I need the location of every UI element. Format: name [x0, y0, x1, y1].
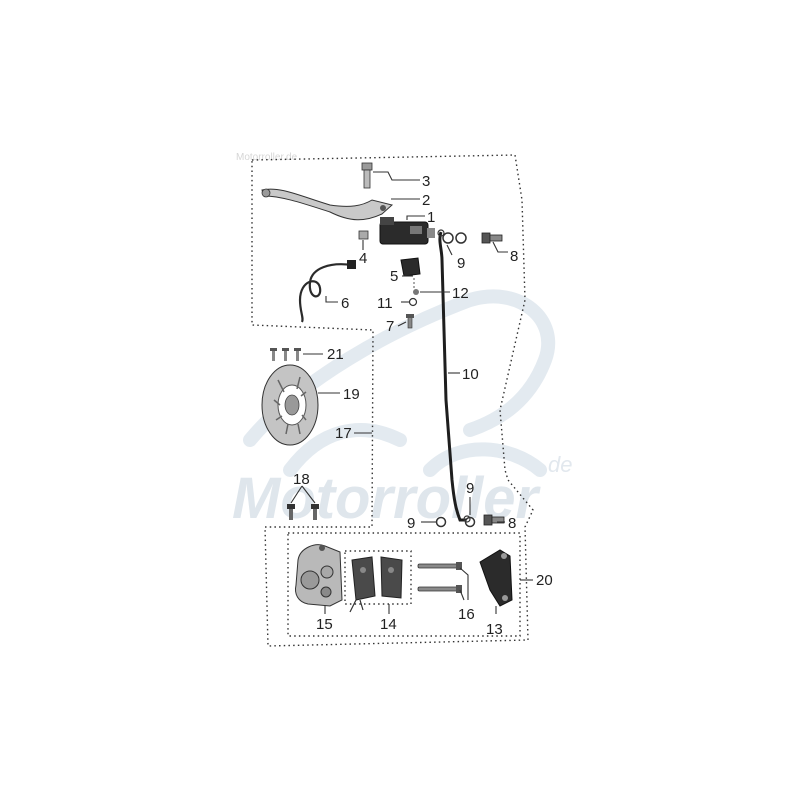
label-part-17: 17 [335, 425, 352, 442]
caliper-pins-part-16 [417, 562, 462, 593]
label-part-12: 12 [452, 285, 469, 302]
label-part-19: 19 [343, 386, 360, 403]
brake-pad-outline [344, 550, 412, 605]
label-part-4: 4 [359, 250, 367, 267]
bolt-part-3 [361, 162, 373, 189]
caliper-part-15 [295, 544, 343, 607]
washers-bottom-part-9 [435, 516, 476, 528]
clamp-part-5 [400, 257, 421, 277]
watermark-scooter-shape [243, 289, 556, 477]
caliper-bolts-part-18 [287, 504, 319, 520]
brake-hose-part-10 [437, 229, 471, 523]
label-part-18: 18 [293, 471, 310, 488]
label-part-9-right: 9 [466, 480, 474, 497]
caliper-group-outline [287, 532, 521, 637]
disc-bolts-part-21 [270, 348, 301, 361]
label-part-21: 21 [327, 346, 344, 363]
clip-part-4 [358, 230, 369, 240]
brake-pads-part-14 [349, 556, 403, 613]
master-cylinder-part-1 [379, 217, 435, 245]
hardware-parts-11-12-7 [406, 278, 419, 329]
caliper-bracket-part-13 [479, 549, 513, 607]
label-part-3: 3 [422, 173, 430, 190]
upper-assembly-outline [251, 154, 534, 647]
group-outlines [251, 154, 534, 647]
label-part-11: 11 [377, 295, 393, 312]
label-part-10: 10 [462, 366, 479, 383]
watermark-small: Motorroller.de [236, 152, 298, 163]
label-part-1: 1 [427, 209, 435, 226]
label-part-2: 2 [422, 192, 430, 209]
brake-disc-part-19 [261, 364, 319, 446]
label-part-5: 5 [390, 268, 398, 285]
part-number-labels: 3 2 1 4 9 8 5 12 6 11 7 21 10 19 17 18 9… [293, 173, 553, 638]
label-part-6: 6 [341, 295, 349, 312]
brake-lever-part-2 [261, 188, 394, 221]
banjo-bolt-top-part-8 [481, 232, 503, 244]
watermark: Motorroller Motorroller.de de [232, 152, 572, 531]
label-part-9-top: 9 [457, 255, 465, 272]
washers-top-part-9 [442, 232, 467, 244]
label-part-8-top: 8 [510, 248, 518, 265]
label-part-15: 15 [316, 616, 333, 633]
label-part-9-left: 9 [407, 515, 415, 532]
label-part-20: 20 [536, 572, 553, 589]
banjo-bolt-bottom-part-8 [483, 514, 505, 526]
label-part-14: 14 [380, 616, 397, 633]
label-part-7: 7 [386, 318, 394, 335]
label-part-16: 16 [458, 606, 475, 623]
switch-cable-part-6 [298, 260, 356, 323]
label-part-8-bottom: 8 [508, 515, 516, 532]
label-part-13: 13 [486, 621, 503, 638]
leader-lines [290, 171, 533, 614]
watermark-suffix: de [548, 452, 572, 477]
